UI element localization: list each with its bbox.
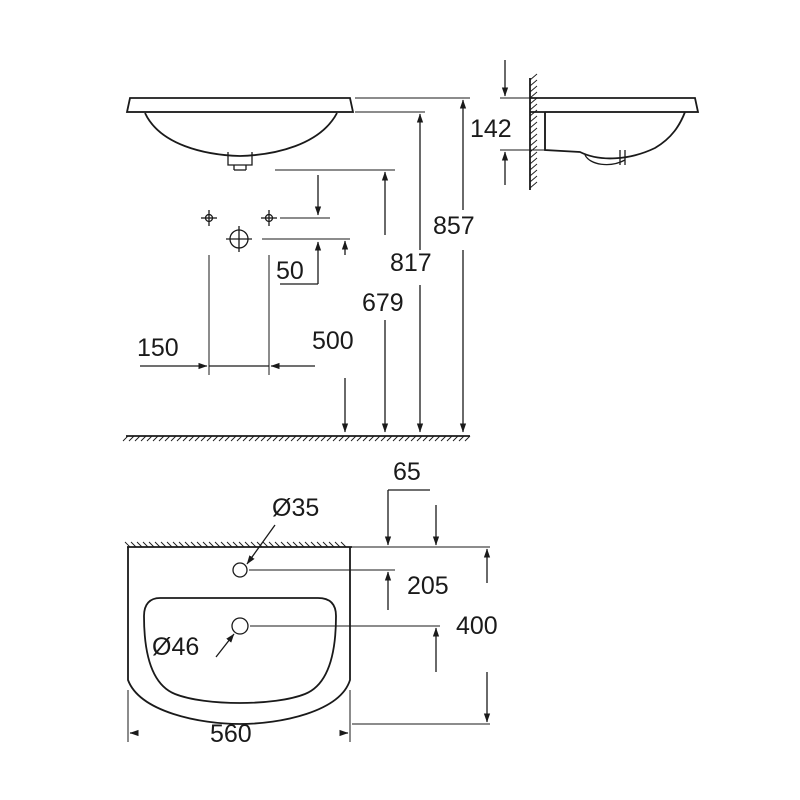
dim-waste-offset: 50 bbox=[276, 257, 304, 285]
dim-wall-offset-top: 142 bbox=[470, 115, 512, 143]
front-elevation-view: 50 150 500 679 817 857 bbox=[122, 97, 475, 442]
dim-waste-depth: 205 bbox=[407, 572, 449, 600]
dim-overall-height: 857 bbox=[433, 212, 475, 240]
basin-bowl-front bbox=[144, 112, 338, 157]
dim-basin-width: 560 bbox=[210, 720, 252, 748]
dim-rim-height: 817 bbox=[390, 249, 432, 277]
fixing-point-right bbox=[261, 210, 277, 226]
dim-tap-hole-offset: 65 bbox=[393, 458, 421, 486]
dim-tap-hole-diameter: Ø35 bbox=[272, 494, 319, 522]
waste-outlet-side bbox=[584, 154, 626, 166]
basin-bowl-plan bbox=[143, 597, 337, 704]
waste-outlet-front bbox=[227, 152, 253, 166]
basin-rim-side bbox=[530, 97, 700, 113]
waste-hole bbox=[231, 617, 440, 635]
dim-tap-height: 679 bbox=[362, 289, 404, 317]
basin-outline-plan bbox=[127, 547, 351, 725]
basin-bowl-side bbox=[544, 111, 686, 160]
dim-waste-diameter: Ø46 bbox=[152, 633, 199, 661]
side-elevation-view: 142 bbox=[470, 60, 700, 190]
floor-line bbox=[122, 435, 471, 442]
dim-fixing-spacing: 150 bbox=[137, 334, 179, 362]
waste-pipe-point bbox=[226, 226, 252, 252]
plan-view: 65 Ø35 205 400 Ø46 560 bbox=[124, 458, 498, 748]
fixing-point-left bbox=[201, 210, 217, 226]
basin-rim bbox=[125, 97, 355, 113]
dim-waste-height: 500 bbox=[312, 327, 354, 355]
dim-basin-depth: 400 bbox=[456, 612, 498, 640]
tap-hole bbox=[232, 562, 395, 578]
